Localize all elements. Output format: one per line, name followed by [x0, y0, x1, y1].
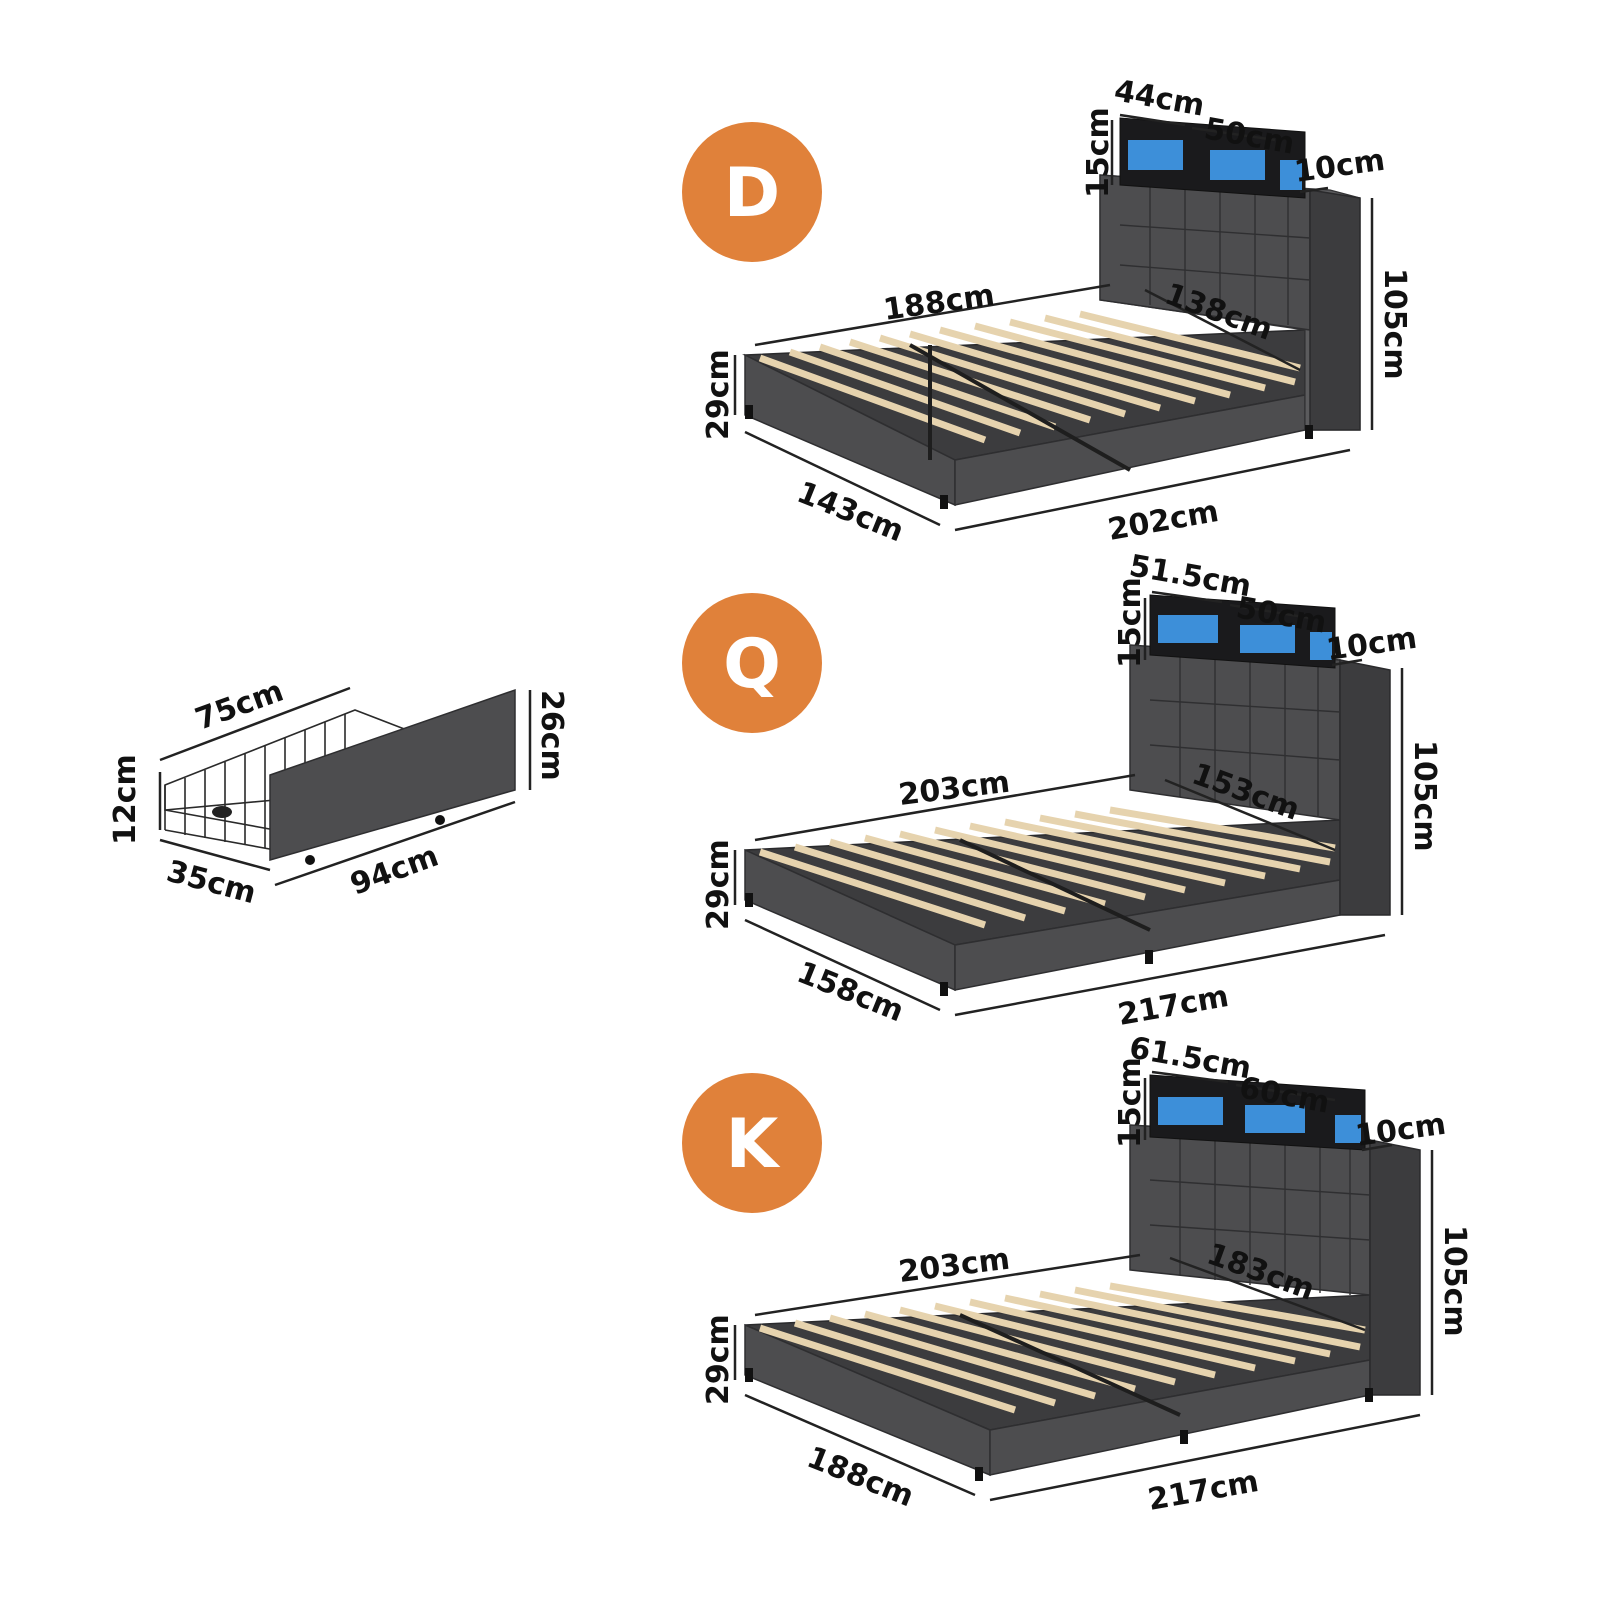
- bed-d-headboard-height-label: 105cm: [1377, 268, 1412, 380]
- drawer-front-height-label: 26cm: [534, 690, 569, 781]
- size-badge-k: [682, 1073, 822, 1213]
- bed-q-frame-height-label: 29cm: [701, 839, 736, 930]
- bed-double: D: [682, 73, 1412, 549]
- bed-q-shelf-right-label: 10cm: [1324, 621, 1419, 668]
- bed-d-outer-length-label: 202cm: [1105, 494, 1221, 548]
- bed-q-outer-length-label: 217cm: [1115, 979, 1231, 1033]
- bed-k-outer-length-label: 217cm: [1145, 1464, 1261, 1518]
- size-badge-q-letter: Q: [723, 625, 781, 704]
- bed-queen-frame: [744, 594, 1391, 996]
- bed-k-frame-height-label: 29cm: [701, 1314, 736, 1405]
- bed-k-inner-length-label: 203cm: [897, 1242, 1012, 1290]
- bed-d-inner-length-label: 188cm: [881, 278, 996, 328]
- size-badge-k-letter: K: [726, 1105, 781, 1184]
- drawer-length-front-label: 94cm: [346, 839, 443, 903]
- drawer-front-panel: [269, 688, 516, 861]
- bed-q-inner-length-label: 203cm: [897, 765, 1012, 813]
- bed-k-headboard-height-label: 105cm: [1437, 1225, 1472, 1337]
- bed-d-shelf-height-label: 15cm: [1081, 107, 1116, 198]
- bed-k-shelf-height-label: 15cm: [1113, 1057, 1148, 1148]
- bed-d-outer-width-label: 143cm: [792, 475, 909, 549]
- bed-q-shelf-height-label: 15cm: [1113, 577, 1148, 668]
- bed-double-frame: [742, 117, 1361, 509]
- drawer-illustration: 75cm 12cm 35cm 94cm 26cm: [108, 674, 569, 912]
- drawer-basket-height-label: 12cm: [108, 754, 143, 845]
- bed-d-frame-height-label: 29cm: [701, 349, 736, 440]
- drawer-length-top-label: 75cm: [191, 674, 288, 738]
- bed-d-shelf-right-label: 10cm: [1292, 143, 1387, 190]
- drawer-wire-basket: [164, 709, 423, 851]
- bed-q-headboard-height-label: 105cm: [1407, 740, 1442, 852]
- size-badge-d-letter: D: [724, 154, 780, 233]
- bed-king-frame: [744, 1074, 1421, 1481]
- bed-q-outer-width-label: 158cm: [792, 955, 909, 1029]
- bed-k-outer-width-label: 188cm: [802, 1440, 919, 1514]
- bed-king: K: [682, 1030, 1472, 1518]
- bed-k-shelf-right-label: 10cm: [1353, 1107, 1448, 1154]
- size-badge-d: [682, 122, 822, 262]
- bed-queen: Q: [682, 548, 1442, 1033]
- size-badge-q: [682, 593, 822, 733]
